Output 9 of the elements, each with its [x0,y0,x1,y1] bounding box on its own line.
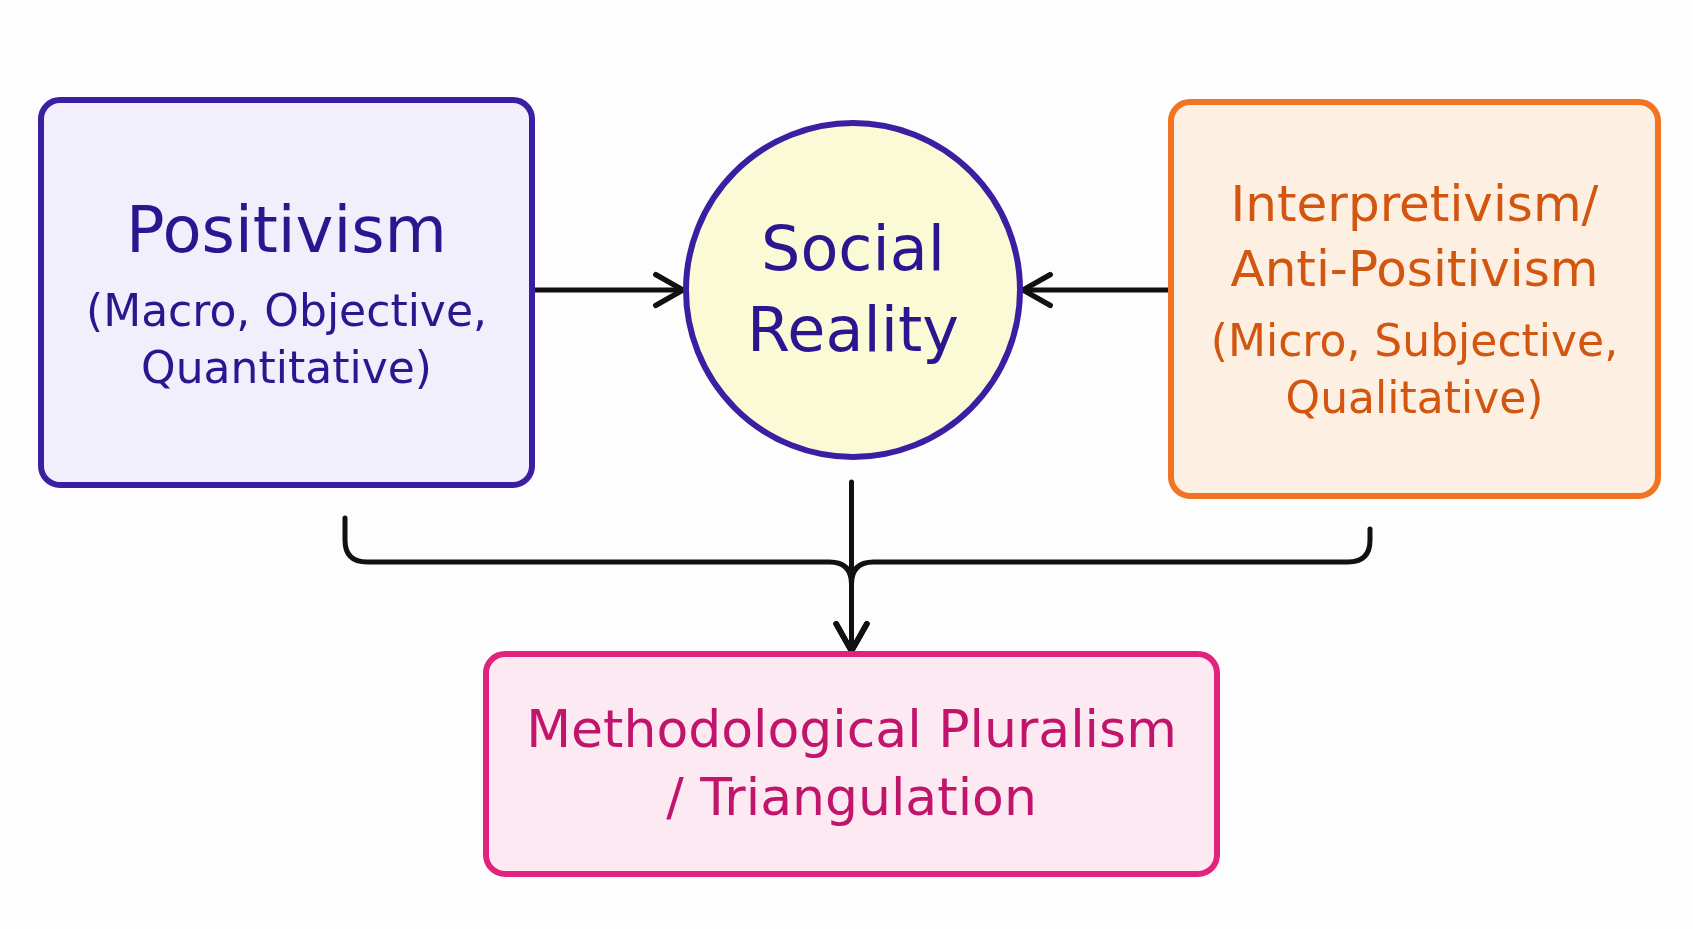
positivism-box [38,97,535,488]
node-subtitle: (Macro, Objective, Quantitative) [85,283,488,396]
node-subtitle: (Micro, Subjective, Qualitative) [1209,313,1620,425]
node-title: Interpretivism/ Anti-Positivism [1229,173,1600,300]
synthesis-box [483,651,1220,877]
node-title: Positivism [126,191,447,269]
node-title: Social Reality [746,211,960,368]
interpretivism-box [1168,99,1661,499]
node-title: Methodological Pluralism / Triangulation [525,698,1178,829]
